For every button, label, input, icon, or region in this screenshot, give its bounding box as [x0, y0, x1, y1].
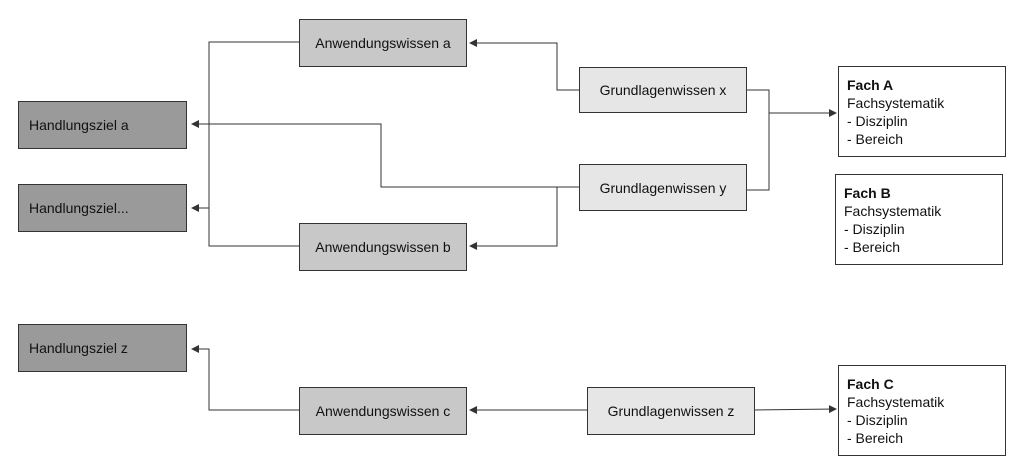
subject-c-line: - Bereich	[847, 429, 904, 446]
goal-etc: Handlungsziel...	[18, 184, 187, 232]
subject-a-line: - Disziplin	[847, 112, 908, 129]
base-x-label: Grundlagenwissen x	[599, 82, 727, 98]
app-b: Anwendungswissen b	[299, 223, 467, 271]
app-c-label: Anwendungswissen c	[315, 403, 451, 419]
app-b-label: Anwendungswissen b	[315, 239, 451, 255]
subject-b-line: - Bereich	[844, 238, 901, 255]
base-y: Grundlagenwissen y	[579, 164, 747, 211]
subject-b-line: - Disziplin	[844, 220, 905, 237]
connector-bases-bracket	[747, 89, 770, 191]
subject-c-line: Fachsystematik	[847, 393, 945, 410]
subject-c-line: - Disziplin	[847, 411, 908, 428]
goal-etc-label: Handlungsziel...	[29, 200, 129, 216]
subject-a: Fach A Fachsystematik - Disziplin - Bere…	[838, 66, 1006, 157]
subject-b-line: Fachsystematik	[844, 202, 942, 219]
subject-b: Fach B Fachsystematik - Disziplin - Bere…	[835, 174, 1003, 265]
base-y-label: Grundlagenwissen y	[599, 179, 727, 196]
goal-a: Handlungsziel a	[18, 101, 187, 149]
connector-base-y-to-app-b	[469, 187, 558, 250]
base-z-label: Grundlagenwissen z	[607, 403, 735, 419]
subject-c-title: Fach C	[847, 375, 894, 392]
app-a: Anwendungswissen a	[299, 19, 467, 67]
connector-subject-z-to-subject-c	[754, 405, 837, 414]
app-c: Anwendungswissen c	[299, 387, 467, 435]
connector-app-c-to-goal-z	[191, 345, 300, 411]
subject-a-line: - Bereich	[847, 130, 904, 147]
connector-base-y-to-goal-a	[191, 120, 579, 188]
goal-z: Handlungsziel z	[18, 324, 187, 372]
connector-app-a-bracket	[208, 41, 300, 247]
base-z: Grundlagenwissen z	[587, 387, 755, 435]
subject-b-title: Fach B	[844, 184, 891, 201]
base-x: Grundlagenwissen x	[579, 67, 747, 113]
subject-a-title: Fach A	[847, 76, 894, 93]
app-a-label: Anwendungswissen a	[315, 35, 451, 51]
subject-a-line: Fachsystematik	[847, 94, 945, 111]
subject-c: Fach C Fachsystematik - Disziplin - Bere…	[838, 365, 1006, 456]
goal-a-label: Handlungsziel a	[29, 117, 129, 133]
connector-base-x-to-app-a	[469, 39, 579, 91]
goal-z-label: Handlungsziel z	[29, 340, 128, 356]
